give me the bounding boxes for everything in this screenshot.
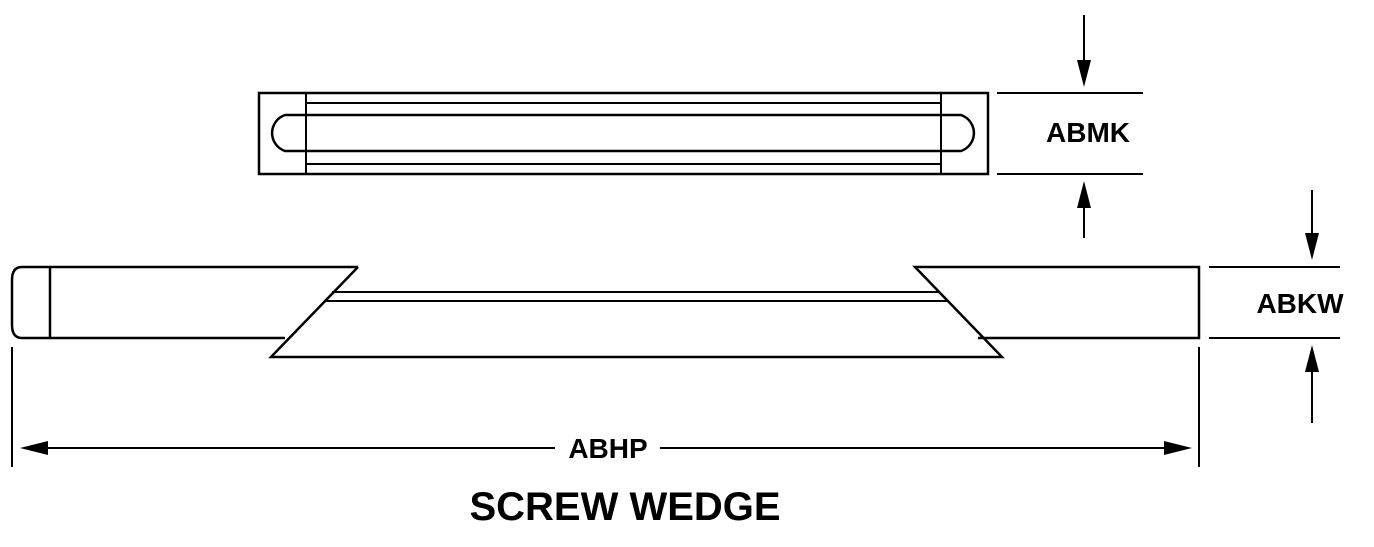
abmk-dimension: ABMK: [997, 15, 1143, 238]
abmk-arrowhead-bottom: [1077, 181, 1091, 208]
top-view-slot: [270, 113, 976, 153]
abhp-dimension: ABHP: [11, 347, 1200, 467]
figure-title: SCREW WEDGE: [469, 485, 780, 529]
abhp-arrowhead-right: [1164, 441, 1192, 455]
top-view: [257, 91, 990, 176]
abkw-arrowhead-bottom: [1305, 345, 1319, 372]
abhp-arrowhead-left: [20, 441, 48, 455]
abmk-arrowhead-top: [1077, 60, 1091, 87]
abkw-arrowhead-top: [1305, 233, 1319, 260]
top-view-outline: [257, 91, 990, 176]
side-view: [10, 265, 1201, 359]
abkw-label: ABKW: [1256, 288, 1344, 319]
side-view-wedge-outline: [268, 265, 1201, 359]
side-view-rounded-tip: [10, 265, 38, 340]
abmk-label: ABMK: [1046, 117, 1130, 148]
abhp-label: ABHP: [568, 433, 647, 464]
abkw-dimension: ABKW: [1209, 190, 1344, 423]
